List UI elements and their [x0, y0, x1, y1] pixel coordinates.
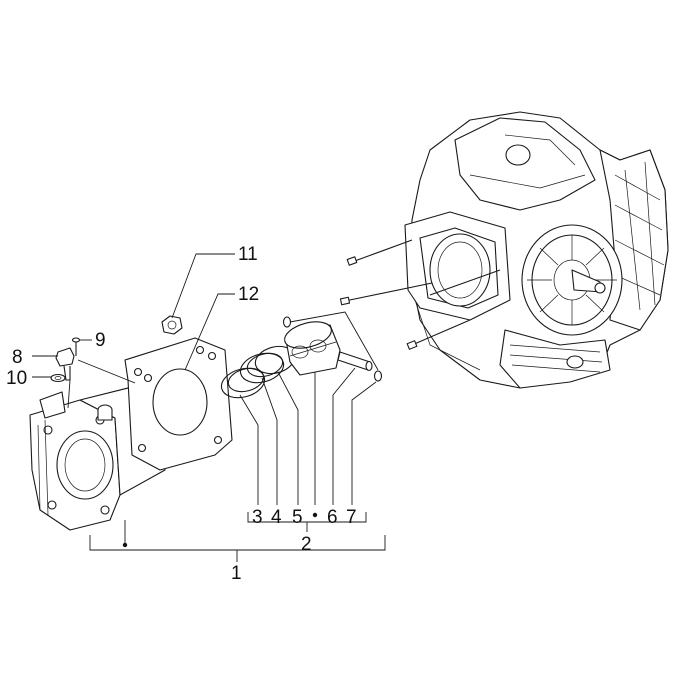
piston	[284, 321, 341, 376]
cylinder-base-gasket	[124, 337, 233, 471]
callout-4: 4	[271, 507, 282, 528]
leader-lines	[32, 253, 386, 562]
callout-9: 9	[95, 330, 106, 351]
callout-11: 11	[238, 244, 258, 265]
callout-labels: 1 2 3 4 5 6 7 8 9 10 11 12	[6, 244, 357, 584]
temperature-sensor	[55, 347, 75, 381]
callout-5: 5	[292, 507, 303, 528]
callout-6: 6	[327, 507, 338, 528]
callout-1: 1	[231, 563, 242, 584]
washer	[50, 373, 66, 383]
callout-2: 2	[301, 534, 312, 555]
crankcase	[339, 111, 669, 389]
screw	[71, 337, 81, 356]
cylinder-reference-dot	[122, 542, 128, 548]
piston-pin	[337, 351, 373, 372]
cylinder-studs	[339, 239, 501, 350]
nut	[161, 315, 183, 335]
callout-10: 10	[6, 368, 27, 389]
piston-reference-dot	[312, 512, 318, 518]
callout-12: 12	[238, 284, 259, 305]
callout-8: 8	[12, 347, 23, 368]
callout-3: 3	[252, 507, 263, 528]
callout-7: 7	[346, 507, 357, 528]
piston-rings	[220, 345, 296, 399]
